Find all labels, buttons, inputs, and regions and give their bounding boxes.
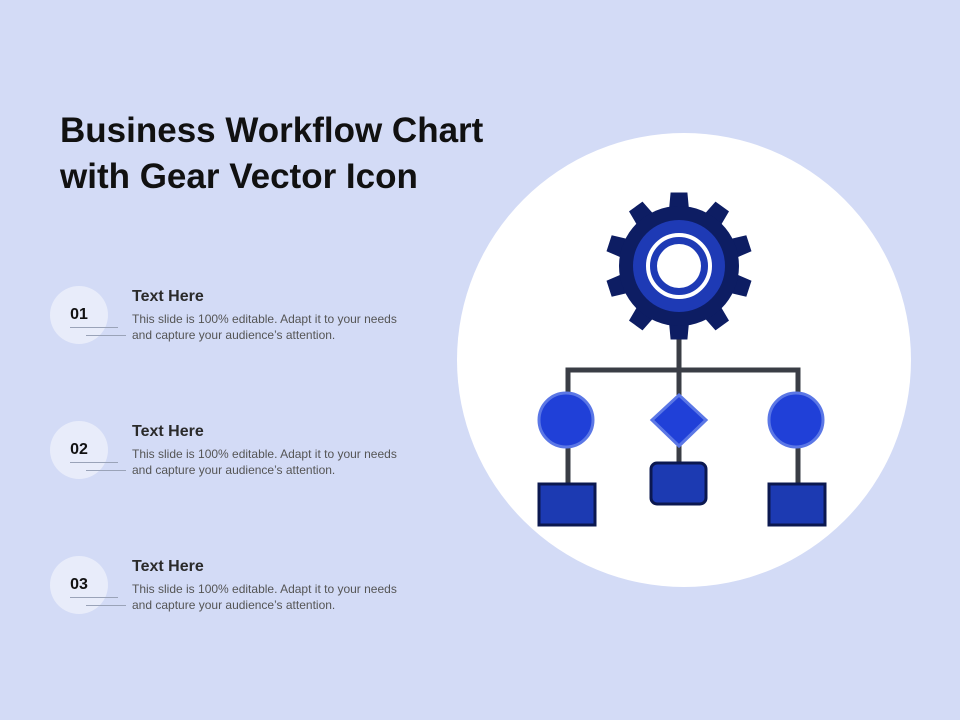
item-heading: Text Here — [132, 288, 204, 305]
item-heading: Text Here — [132, 558, 204, 575]
divider-line — [70, 597, 118, 598]
gear-ring — [646, 233, 712, 299]
divider-line — [86, 605, 126, 606]
title-line-1: Business Workflow Chart — [60, 111, 484, 150]
connector-bar — [565, 367, 801, 392]
item-heading: Text Here — [132, 423, 204, 440]
circle-node-right — [767, 391, 825, 449]
square-node-left — [537, 482, 597, 527]
divider-line — [86, 470, 126, 471]
gear-hub — [657, 244, 701, 288]
title-line-2: with Gear Vector Icon — [60, 157, 418, 196]
item-description: This slide is 100% editable. Adapt it to… — [132, 446, 452, 478]
item-description-line: This slide is 100% editable. Adapt it to… — [132, 582, 397, 596]
list-item: 03 Text Here This slide is 100% editable… — [50, 556, 450, 626]
item-description-line: and capture your audience’s attention. — [132, 463, 336, 477]
item-description: This slide is 100% editable. Adapt it to… — [132, 311, 452, 343]
item-description: This slide is 100% editable. Adapt it to… — [132, 581, 452, 613]
diamond-node — [649, 392, 709, 449]
square-node-right — [767, 482, 827, 527]
page-title: Business Workflow Chart with Gear Vector… — [60, 108, 540, 200]
number-badge: 02 — [50, 421, 108, 479]
rounded-square-node — [649, 461, 708, 506]
list-item: 01 Text Here This slide is 100% editable… — [50, 286, 450, 356]
divider-line — [70, 462, 118, 463]
number-badge: 01 — [50, 286, 108, 344]
item-description-line: and capture your audience’s attention. — [132, 328, 336, 342]
divider-line — [86, 335, 126, 336]
item-description-line: This slide is 100% editable. Adapt it to… — [132, 447, 397, 461]
circle-node-left — [537, 391, 595, 449]
item-description-line: and capture your audience’s attention. — [132, 598, 336, 612]
divider-line — [70, 327, 118, 328]
list-item: 02 Text Here This slide is 100% editable… — [50, 421, 450, 491]
gear-icon — [606, 192, 752, 340]
number-badge: 03 — [50, 556, 108, 614]
item-description-line: This slide is 100% editable. Adapt it to… — [132, 312, 397, 326]
